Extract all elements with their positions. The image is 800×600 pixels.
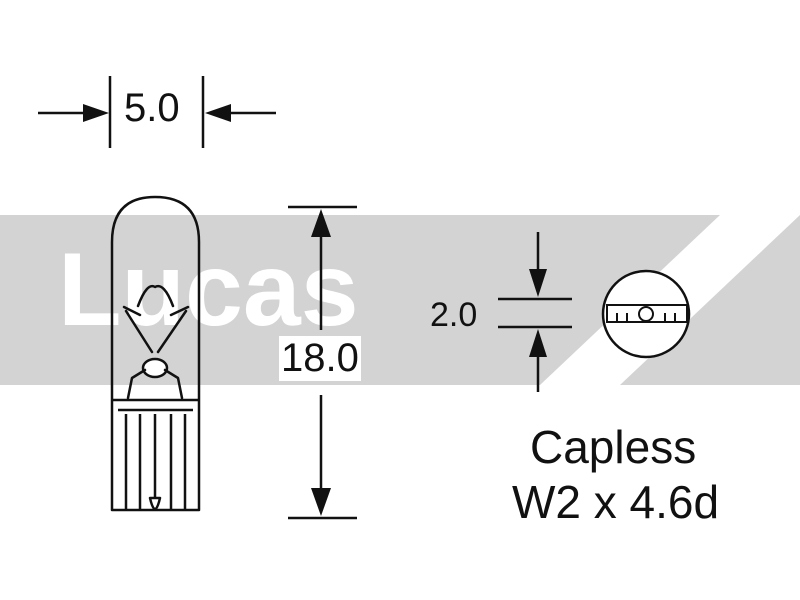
height-arrow-head-top [311,209,331,237]
filament-lead-left [124,309,154,354]
bulb-outline [110,195,201,512]
base-end-view [601,269,691,359]
width-arrow-head-left [83,104,109,122]
bulb-glass [110,195,201,400]
filament-lead-right [156,309,188,354]
gap-dimension [498,232,572,392]
width-arrow-head-right [205,104,231,122]
width-dimension-label: 5.0 [124,86,180,130]
gap-arrow-head-bottom [529,329,547,357]
lead-wire-right [163,368,184,400]
filament-coil [136,284,175,308]
watermark-logo: Lucas [58,232,359,348]
bulb-type-label: Capless [530,421,697,473]
filament-tab-right [169,305,190,317]
width-dimension [38,76,276,148]
bulb-spec-label: W2 x 4.6d [512,476,720,528]
end-view-centre [638,306,654,322]
gap-arrow-head-top [529,269,547,297]
gap-dimension-label: 2.0 [430,296,478,334]
height-dimension-label: 18.0 [279,336,361,381]
base-tip [148,496,162,511]
height-arrow-head-bottom [311,488,331,516]
filament-bead [141,357,169,379]
filament-tab-left [122,305,142,317]
filament [122,284,190,400]
height-dimension [288,205,357,520]
lead-wire-left [126,368,147,400]
